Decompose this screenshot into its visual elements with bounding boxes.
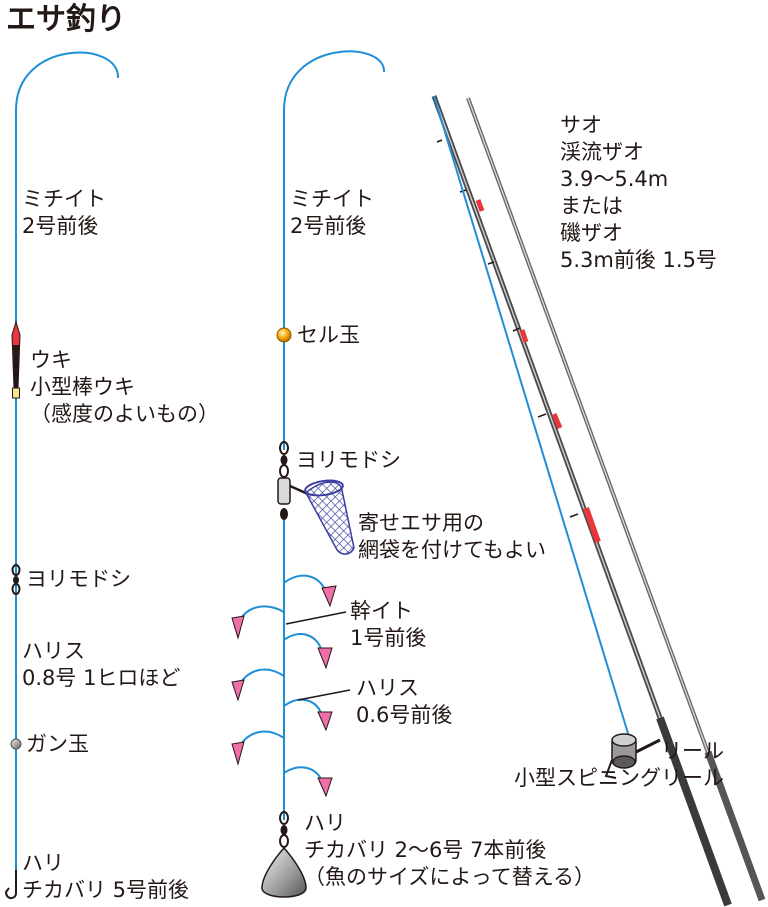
left-michiito-label: ミチイト 2号前後 [22, 187, 106, 238]
spinning-reel [604, 733, 661, 779]
left-rig [4, 51, 120, 900]
rod-line [433, 95, 631, 741]
fishing-rods [431, 95, 766, 907]
left-uki-label: ウキ 小型棒ウキ （感度のよいもの） [30, 348, 219, 426]
bead-label: セル玉 [297, 323, 360, 347]
right-rig [231, 50, 386, 898]
net-bag-label: 寄せエサ用の 網袋を付けてもよい [358, 511, 546, 562]
left-split-shot [10, 738, 22, 750]
rod-front-grip [656, 716, 732, 907]
page-title: エサ釣り [6, 2, 126, 37]
mikiito-pointer [285, 611, 347, 625]
left-main-line [15, 51, 120, 330]
left-sinker-label: ガン玉 [26, 732, 89, 756]
right-swivel [279, 441, 289, 478]
reel-label: リール 小型スピニングリール [514, 739, 724, 790]
right-michiito-label: ミチイト 2号前後 [290, 187, 374, 238]
right-harisu-label: ハリス 0.6号前後 [356, 676, 453, 727]
branch-hooks [231, 574, 337, 798]
left-hook [4, 870, 17, 900]
left-swivel [11, 564, 21, 595]
left-hook-label: ハリ チカバリ 5号前後 [22, 851, 190, 902]
left-harisu-label: ハリス 0.8号 1ヒロほど [22, 639, 181, 690]
net-bag [304, 479, 355, 555]
right-main-line [283, 50, 386, 450]
sinker [261, 846, 307, 898]
right-swivel-label: ヨリモドシ [296, 448, 401, 472]
three-way-swivel [277, 477, 309, 520]
left-swivel-label: ヨリモドシ [26, 567, 131, 591]
mikiito-label: 幹イト 1号前後 [350, 599, 427, 650]
cell-bead [276, 327, 292, 343]
rod-label: サオ 渓流ザオ 3.9〜5.4m または 磯ザオ 5.3m前後 1.5号 [560, 113, 717, 272]
right-hook-label: ハリ チカバリ 2〜6号 7本前後 （魚のサイズによって替える） [304, 811, 596, 889]
rod-back-grip [704, 750, 766, 902]
harisu-pointer [297, 689, 351, 701]
float-uki [11, 320, 21, 399]
